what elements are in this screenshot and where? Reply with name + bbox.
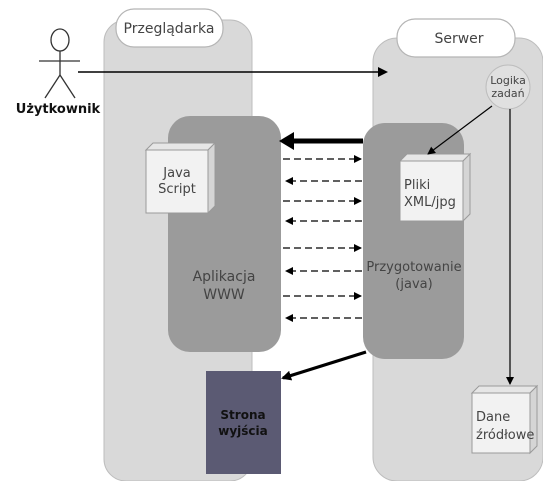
user-icon — [39, 28, 80, 99]
logic-label-1: Logika — [490, 74, 526, 87]
files-cube — [398, 152, 472, 223]
logic-circle — [485, 64, 531, 110]
javascript-cube — [144, 141, 217, 215]
prep-label-2: (java) — [395, 277, 432, 292]
logic-to-files-arrow — [427, 105, 493, 155]
app-label-2: WWW — [203, 287, 245, 303]
logic-label-2: zadań — [491, 87, 524, 100]
prep-to-output-arrow — [281, 350, 367, 381]
javascript-label-1: Java — [162, 166, 190, 181]
thick-arrowhead — [279, 132, 294, 150]
browser-label: Przeglądarka — [124, 21, 215, 37]
source-data-label-1: Dane — [476, 410, 510, 425]
output-page-box — [206, 371, 281, 474]
files-label-1: Pliki — [404, 178, 430, 193]
files-label-2: XML/jpg — [404, 195, 456, 210]
app-label-1: Aplikacja — [193, 269, 256, 285]
prep-label-1: Przygotowanie — [366, 260, 461, 275]
browser-header — [115, 8, 224, 48]
javascript-label-2: Script — [158, 182, 196, 197]
source-data-label-2: źródłowe — [476, 428, 534, 443]
server-header — [396, 18, 516, 58]
output-label-1: Strona — [220, 408, 265, 422]
exchange-arrows — [283, 155, 362, 322]
server-label: Serwer — [434, 31, 483, 47]
output-label-2: wyjścia — [218, 424, 268, 438]
source-data-cube — [470, 384, 539, 455]
user-label: Użytkownik — [16, 102, 101, 117]
